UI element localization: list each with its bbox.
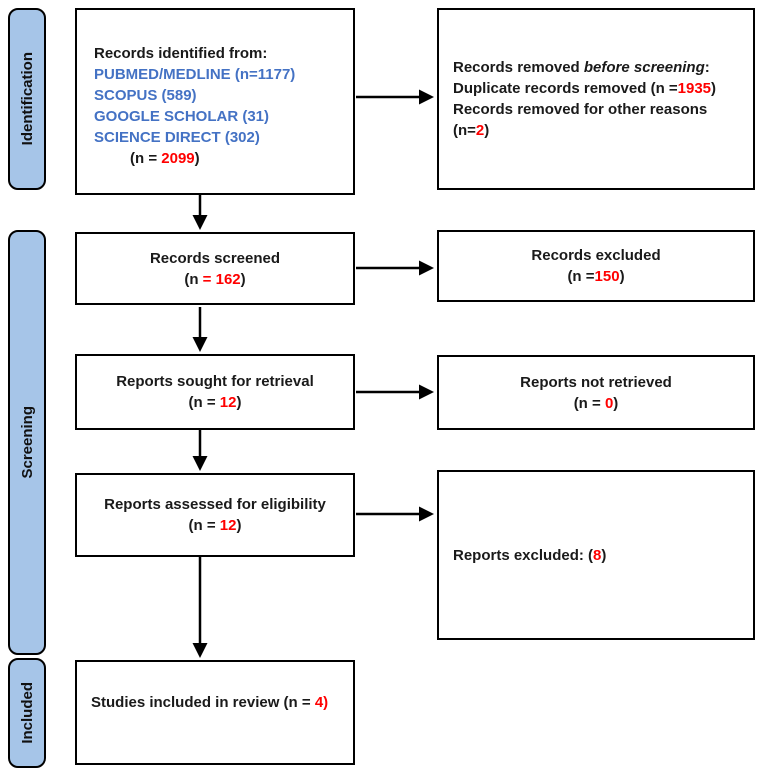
text-line: SCIENCE DIRECT (302)	[94, 129, 260, 146]
box-records-excluded: Records excluded (n =150)	[437, 230, 755, 302]
text-line: (n = 12)	[188, 394, 242, 411]
text-line: (n =150)	[567, 268, 625, 285]
text-line: (n = 162)	[184, 270, 246, 288]
sidebar-included: Included	[8, 658, 46, 768]
text-line: Records identified from:	[94, 45, 268, 62]
box-records-removed-before-screening: Records removed before screening: Duplica…	[437, 8, 755, 190]
text-line: (n = 2099)	[130, 150, 200, 167]
text-line: Reports excluded: (8)	[453, 546, 607, 564]
text-line: (n = 12)	[188, 517, 242, 534]
text-line: (n=2)	[453, 122, 490, 139]
sidebar-screening-label: Screening	[18, 406, 36, 479]
box-studies-included: Studies included in review (n = 4)	[75, 660, 355, 765]
text-line: Records excluded	[531, 247, 661, 264]
sidebar-identification-label: Identification	[18, 52, 36, 146]
box-records-screened: Records screened (n = 162)	[75, 232, 355, 305]
text-line: Reports sought for retrieval	[116, 373, 314, 390]
text-line: GOOGLE SCHOLAR (31)	[94, 108, 270, 125]
text-line: Reports assessed for eligibility	[104, 496, 326, 513]
sidebar-included-label: Included	[18, 682, 36, 744]
text-line: Duplicate records removed (n =1935)	[453, 80, 717, 97]
box-reports-assessed: Reports assessed for eligibility (n = 12)	[75, 473, 355, 557]
text-line: (n = 0)	[573, 394, 619, 412]
sidebar-screening: Screening	[8, 230, 46, 655]
text-line: PUBMED/MEDLINE (n=1177)	[94, 66, 296, 83]
sidebar-identification: Identification	[8, 8, 46, 190]
box-reports-not-retrieved: Reports not retrieved (n = 0)	[437, 355, 755, 430]
box-records-identified: Records identified from: PUBMED/MEDLINE (…	[75, 8, 355, 195]
text-line: Reports not retrieved	[520, 373, 672, 391]
text-line: Records removed before screening:	[453, 59, 710, 76]
text-line: Studies included in review (n = 4)	[91, 694, 329, 711]
text-line: Records removed for other reasons	[453, 101, 708, 118]
text-line: Records screened	[149, 249, 281, 267]
box-reports-excluded: Reports excluded: (8)	[437, 470, 755, 640]
box-reports-sought: Reports sought for retrieval (n = 12)	[75, 354, 355, 430]
text-line: SCOPUS (589)	[94, 87, 197, 104]
